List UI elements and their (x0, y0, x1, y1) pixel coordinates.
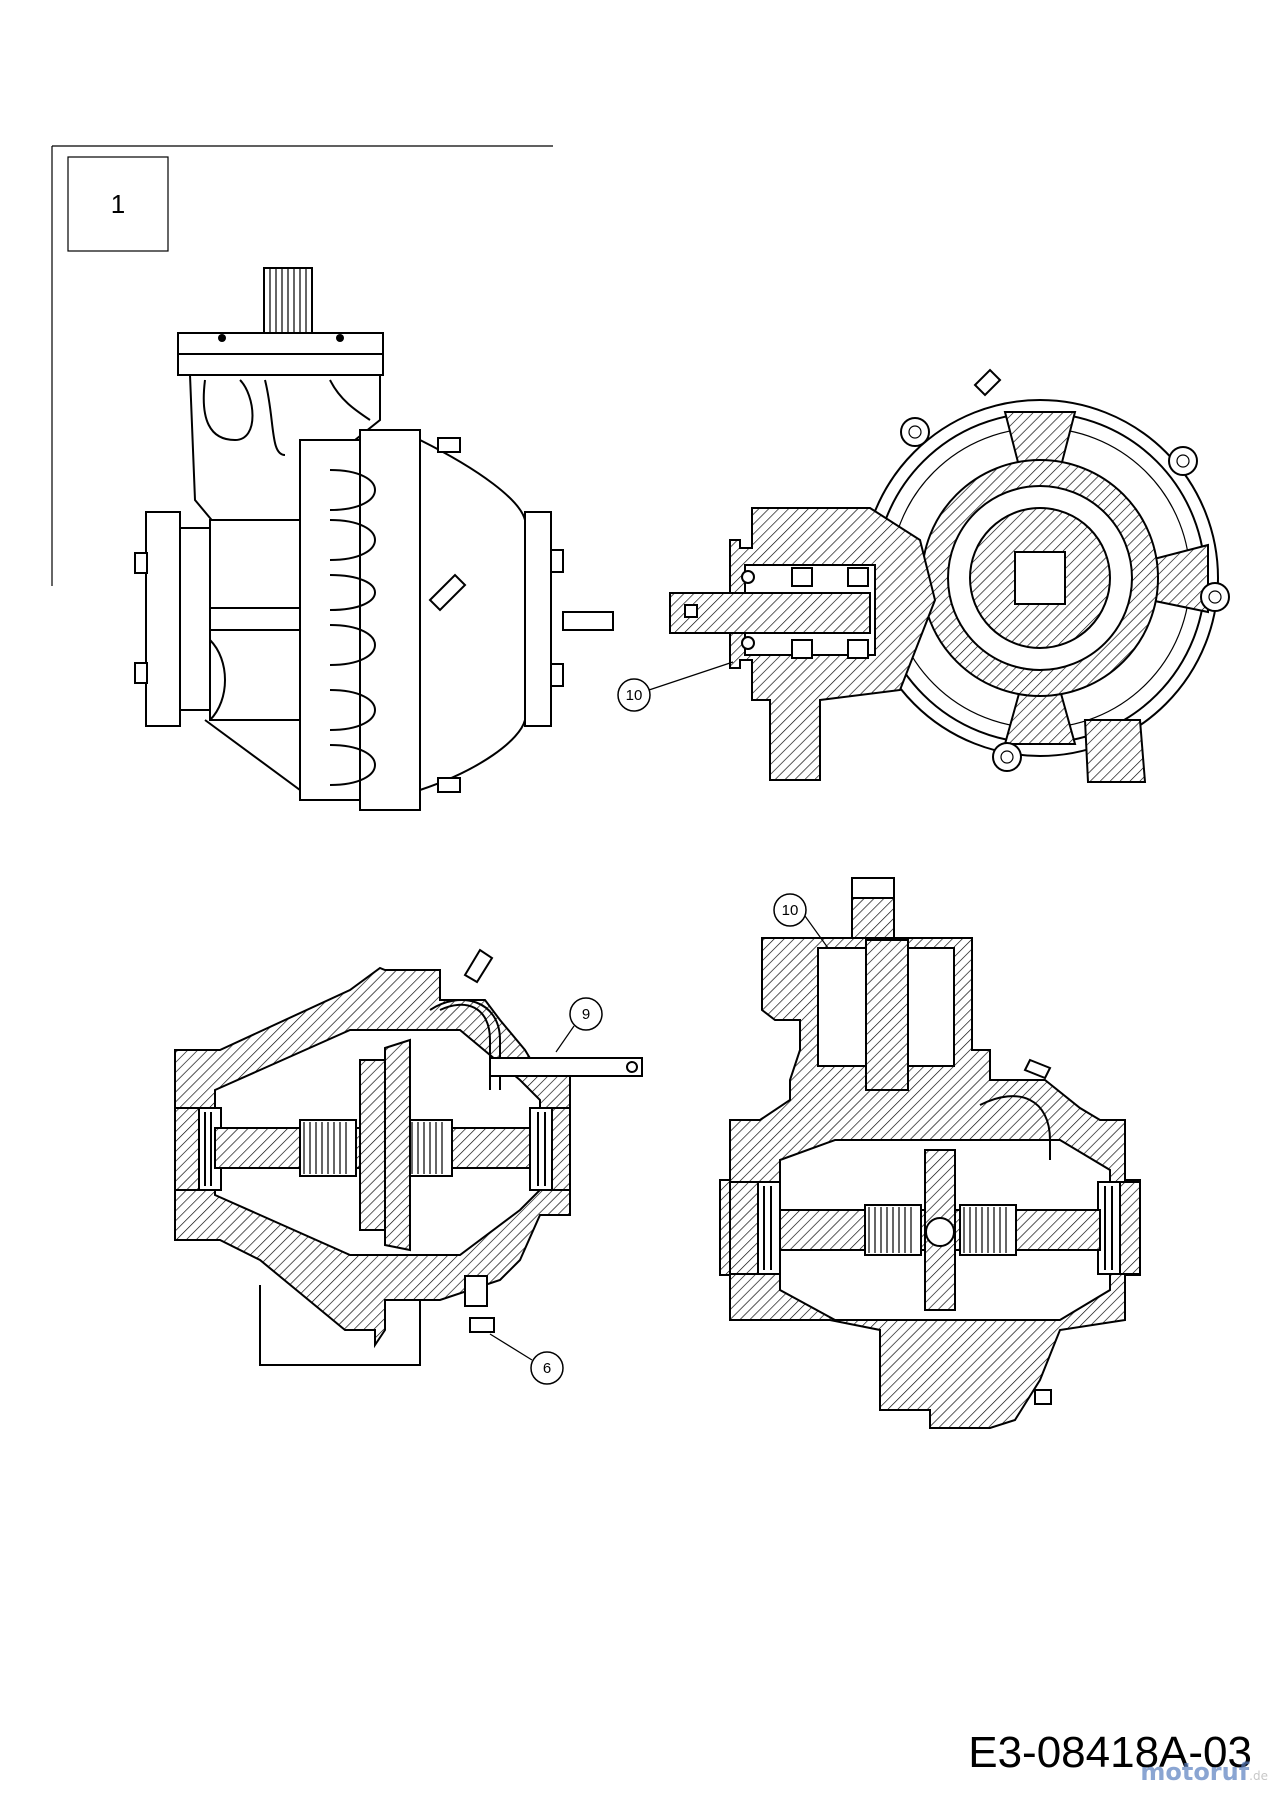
watermark-tld: .de (1249, 1769, 1268, 1783)
transaxle-top-section-right (719, 877, 1141, 1429)
callout-10-bottom-right: 10 (773, 893, 829, 949)
transaxle-front-section (669, 368, 1230, 783)
watermark-logo: motoruf.de (1108, 1758, 1268, 1788)
transaxle-top-section-left (174, 948, 643, 1366)
svg-text:10: 10 (782, 902, 799, 919)
panel-frame: 1 (51, 145, 553, 586)
svg-text:6: 6 (543, 1360, 551, 1377)
callout-9: 9 (555, 997, 603, 1053)
svg-text:9: 9 (582, 1006, 590, 1023)
panel-label: 1 (111, 189, 125, 219)
transaxle-side-view (134, 267, 614, 811)
drawing-number: E3-08418A-03 (968, 1728, 1252, 1777)
watermark-main: motoruf (1140, 1758, 1250, 1786)
svg-text:10: 10 (626, 687, 643, 704)
callout-10-top-right: 10 (617, 661, 734, 712)
callout-6: 6 (489, 1333, 564, 1385)
